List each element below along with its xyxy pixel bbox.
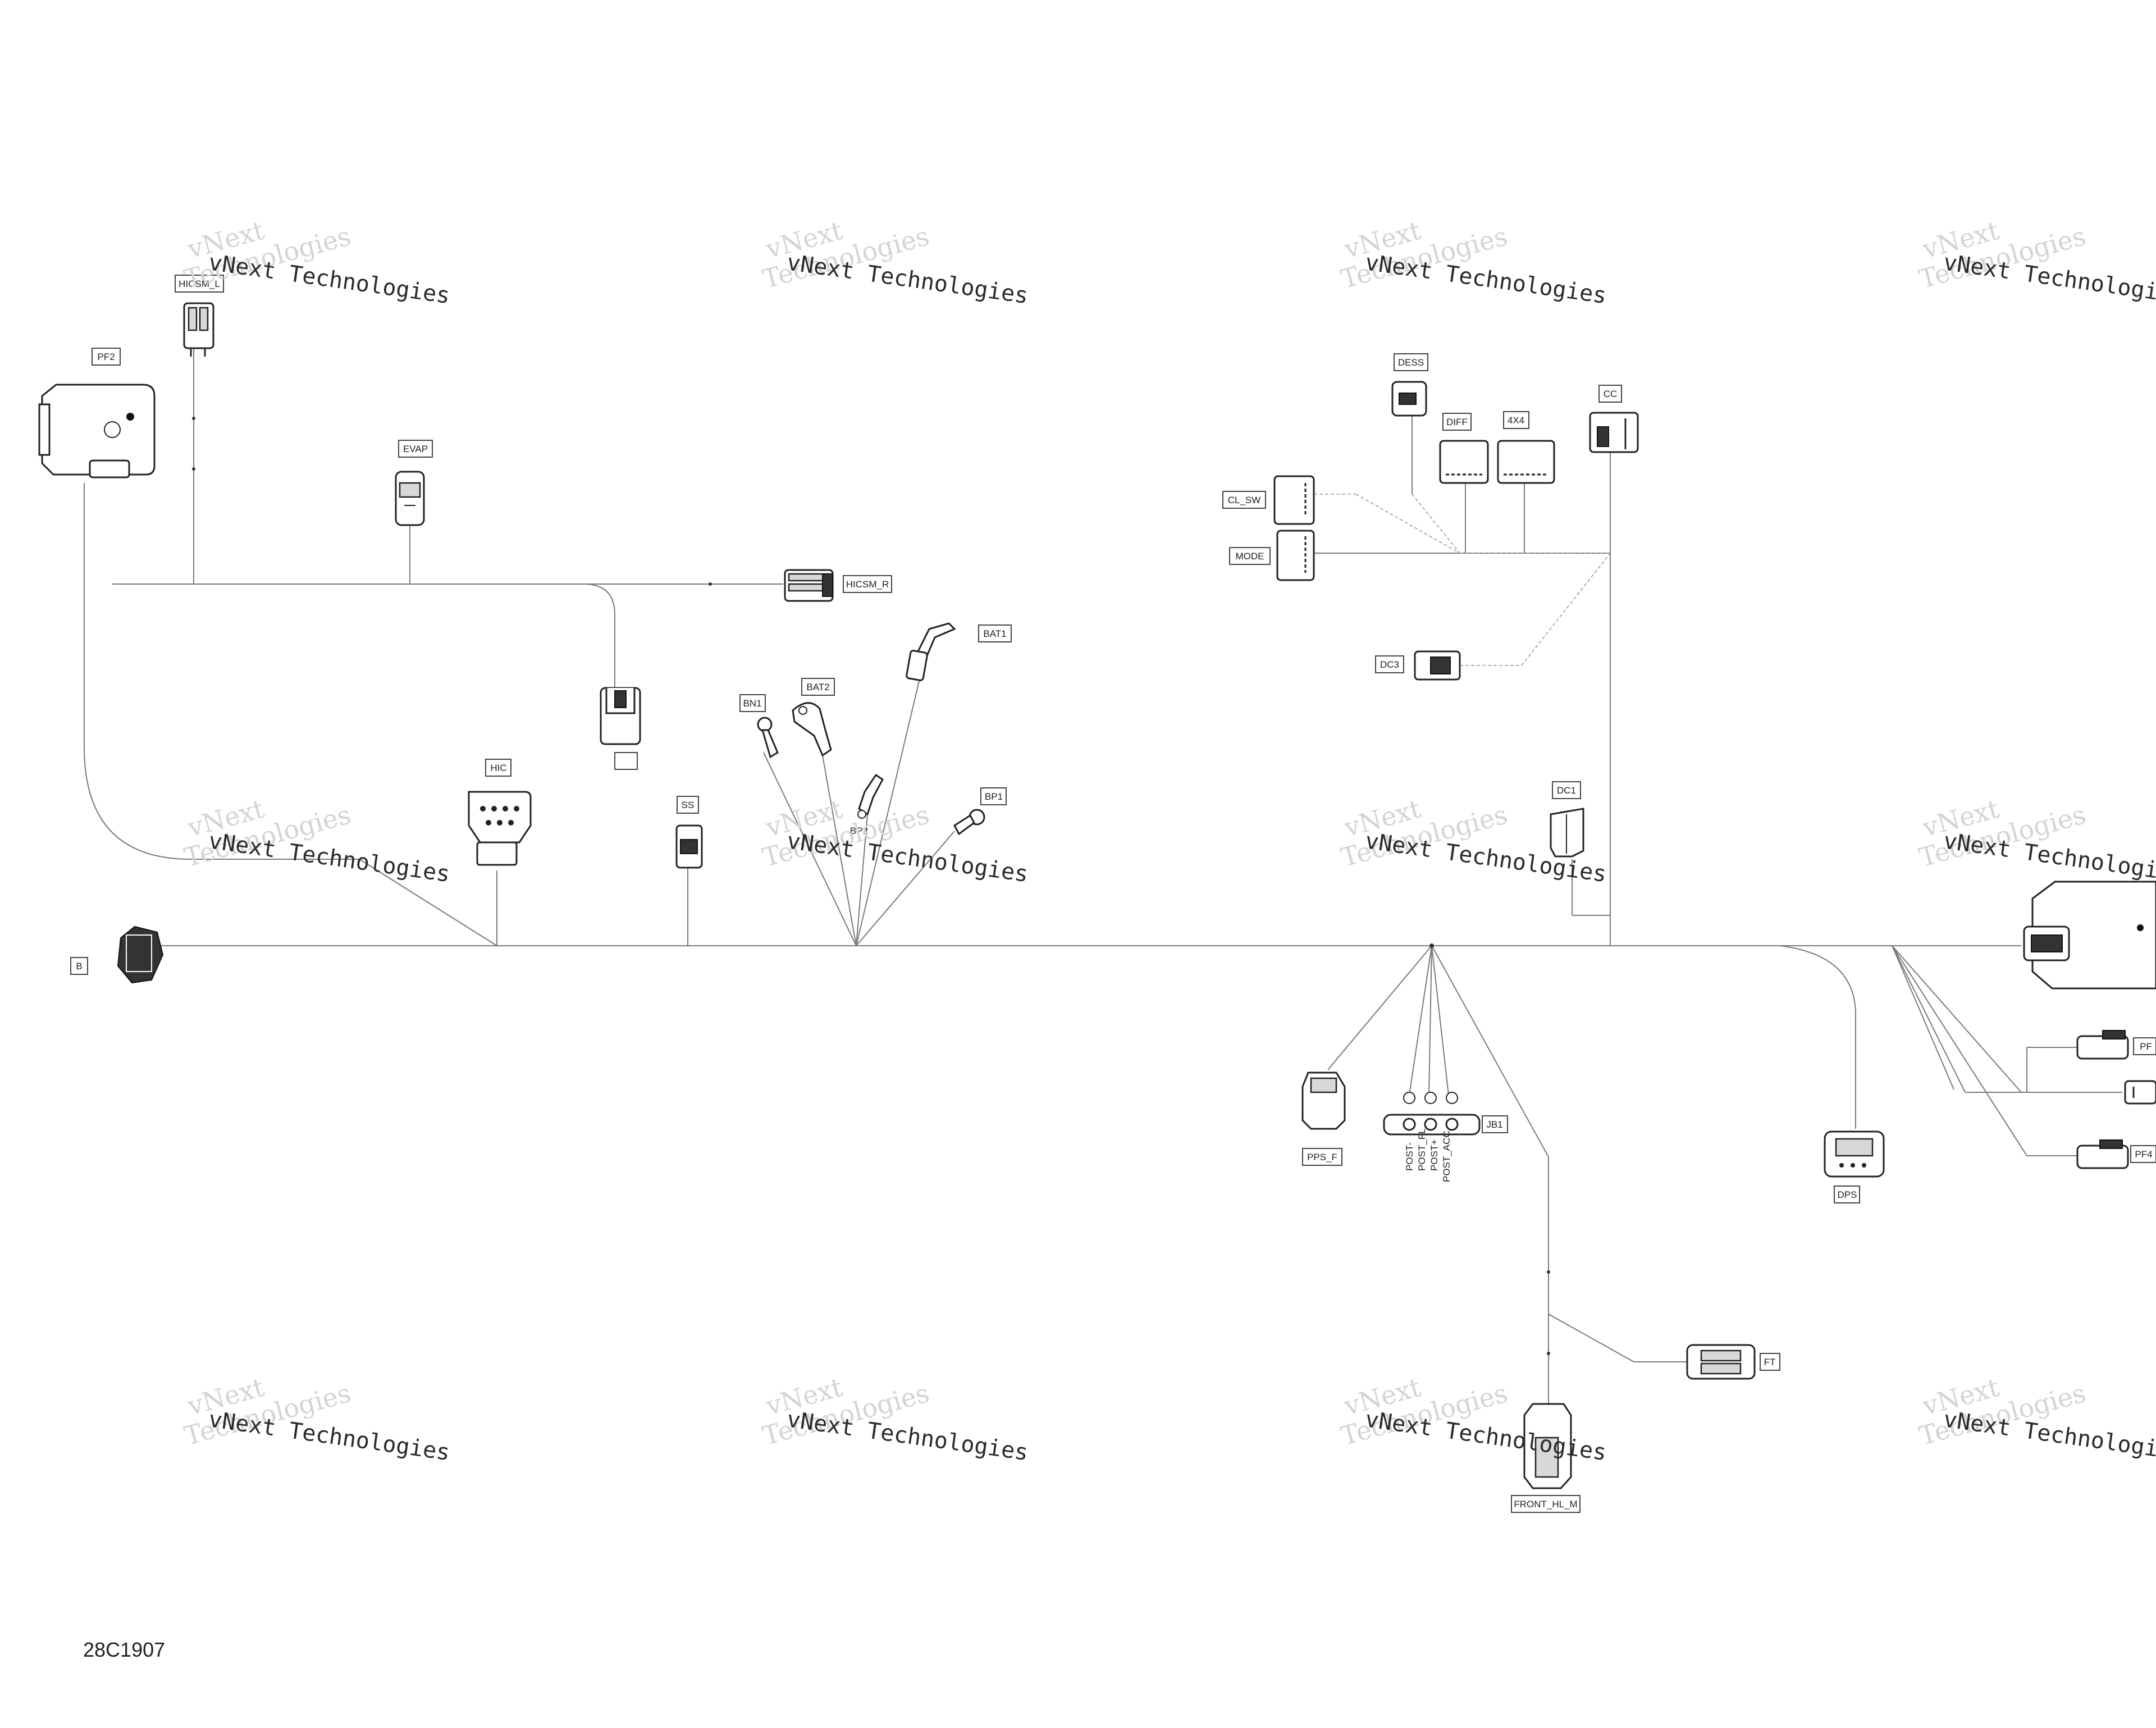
watermark-line: vNext Technologies xyxy=(1364,249,1609,309)
drawing-code: 28C1907 xyxy=(83,1638,165,1661)
dc1-connector-icon xyxy=(1550,808,1584,858)
watermark-line: vNext Technologies xyxy=(785,828,1030,887)
watermark-line: vNext Technologies xyxy=(207,249,452,309)
label-4x4: 4X4 xyxy=(1508,415,1524,426)
front-hl-m-connector-icon xyxy=(1523,1403,1572,1489)
label-bn1: BN1 xyxy=(743,698,761,709)
hic-connector-icon xyxy=(468,791,532,866)
pf-middle-connector-icon xyxy=(2124,1080,2156,1105)
label-pps-f: PPS_F xyxy=(1307,1152,1337,1162)
label-pf: PF xyxy=(2140,1041,2152,1052)
watermark-line: vNext Technologies xyxy=(785,1406,1030,1466)
jb1-junction-block-icon xyxy=(1383,1092,1481,1136)
label-cl-sw: CL_SW xyxy=(1228,495,1261,505)
b-connector-icon xyxy=(117,925,164,984)
label-mode: MODE xyxy=(1236,551,1264,562)
label-ss: SS xyxy=(682,800,695,810)
bn1-ring-terminal-icon xyxy=(757,717,779,759)
cl-sw-connector-icon xyxy=(1273,475,1315,525)
post-label: POST- xyxy=(1404,1142,1415,1171)
post-label: POST_ACC xyxy=(1441,1130,1452,1182)
fp-connector-icon xyxy=(600,687,641,745)
ss-connector-icon xyxy=(675,824,703,869)
hicsm-l-connector-icon xyxy=(183,302,214,357)
label-diff: DIFF xyxy=(1446,417,1468,427)
hicsm-r-connector-icon xyxy=(784,569,834,602)
label-b: B xyxy=(76,961,82,972)
4x4-connector-icon xyxy=(1497,440,1555,484)
label-bat1: BAT1 xyxy=(983,628,1006,639)
label-ft: FT xyxy=(1764,1357,1776,1367)
dps-connector-icon xyxy=(1824,1130,1885,1178)
pps-f-connector-icon xyxy=(1301,1072,1346,1130)
label-dess: DESS xyxy=(1398,357,1424,368)
label-pf4: PF4 xyxy=(2135,1149,2152,1160)
label-bp1: BP1 xyxy=(985,791,1003,802)
label-jb1: JB1 xyxy=(1486,1119,1502,1130)
dess-connector-icon xyxy=(1391,381,1427,417)
bat2-terminal-icon xyxy=(792,702,832,757)
ft-connector-icon xyxy=(1686,1344,1756,1380)
cc-connector-icon xyxy=(1589,412,1639,453)
label-dc1: DC1 xyxy=(1557,785,1576,796)
label-hicsm-l: HICSM_L xyxy=(179,279,220,289)
label-front-hl-m: FRONT_HL_M xyxy=(1514,1499,1577,1510)
jb1-post-labels: POST- POST_FL POST+ POST_ACC xyxy=(1404,1128,1452,1182)
watermark-line: vNext Technologies xyxy=(785,249,1030,309)
watermark-line: vNext Technologies xyxy=(207,1406,452,1466)
pf4-connector-icon xyxy=(2076,1139,2129,1169)
label-pf2: PF2 xyxy=(97,352,115,362)
label-dc3: DC3 xyxy=(1380,659,1399,670)
pf-large-connector-icon xyxy=(2023,881,2156,990)
pf2-connector-icon xyxy=(38,384,156,478)
mode-connector-icon xyxy=(1276,530,1315,581)
label-bat2: BAT2 xyxy=(806,682,829,692)
post-label: POST_FL xyxy=(1417,1128,1427,1171)
post-label: POST+ xyxy=(1429,1139,1440,1171)
dc3-connector-icon xyxy=(1414,650,1461,681)
label-evap: EVAP xyxy=(403,444,428,454)
bp1-terminal-icon xyxy=(953,809,985,836)
label-cc: CC xyxy=(1604,389,1618,399)
watermark-line: vNext Technologies xyxy=(207,828,452,887)
harness-wires xyxy=(84,334,2122,1410)
evap-connector-icon xyxy=(395,471,425,526)
bat1-terminal-icon xyxy=(906,622,956,681)
bp2-terminal-icon xyxy=(857,773,884,819)
diff-connector-icon xyxy=(1439,440,1489,484)
label-hicsm-r: HICSM_R xyxy=(846,579,889,590)
label-hic: HIC xyxy=(490,763,506,773)
label-bp2: BP2 xyxy=(850,826,868,836)
label-dps: DPS xyxy=(1838,1189,1857,1200)
pf-connector-icon xyxy=(2076,1030,2129,1060)
